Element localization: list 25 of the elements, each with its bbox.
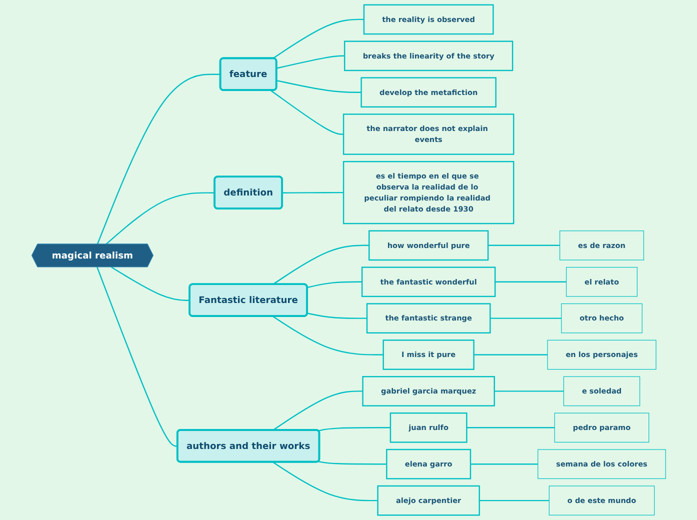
- connector: [272, 18, 364, 59]
- connector: [318, 427, 390, 432]
- connector: [318, 460, 386, 465]
- connector: [494, 390, 564, 392]
- connector: [272, 316, 384, 356]
- connector: [96, 74, 220, 245]
- connector: [276, 55, 344, 69]
- connector: [270, 90, 344, 135]
- connector: [276, 80, 362, 93]
- connector: [272, 244, 369, 285]
- connector: [488, 244, 560, 246]
- connector: [306, 281, 362, 288]
- connector: [272, 462, 378, 502]
- connector: [470, 464, 538, 465]
- connector: [490, 318, 562, 319]
- connector: [272, 390, 363, 431]
- connector: [282, 192, 344, 194]
- connector: [474, 354, 548, 356]
- connector: [494, 281, 566, 282]
- connector: [105, 192, 215, 245]
- connector: [466, 427, 554, 428]
- connector: [307, 312, 367, 319]
- connector: [96, 266, 178, 447]
- connector: [479, 500, 549, 502]
- connector: [110, 266, 190, 301]
